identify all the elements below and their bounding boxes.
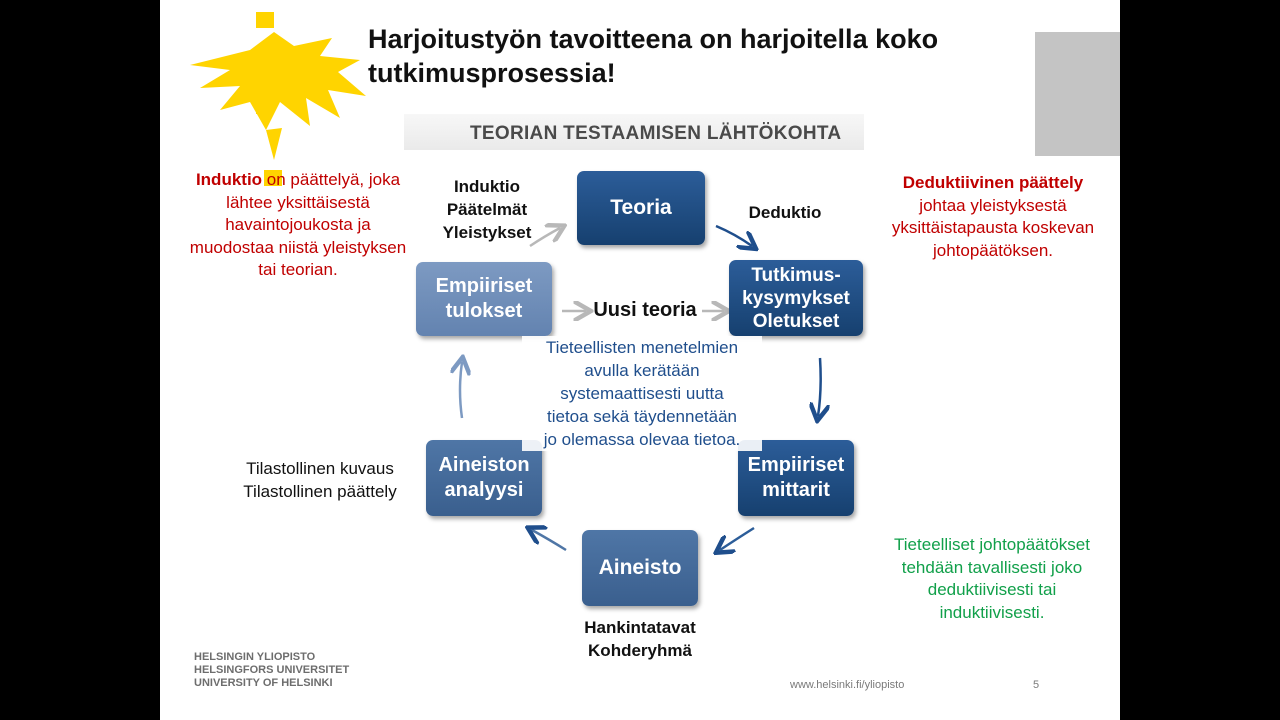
johtopaatokset-note: Tieteelliset johtopäätökset tehdään tava…: [872, 534, 1112, 624]
induktio-note-line1: on päättelyä, joka: [262, 170, 401, 189]
box-tutkimus-line2: kysymykset: [742, 287, 850, 309]
johtopaatokset-note-line4: induktiivisesti.: [939, 602, 1045, 622]
label-induktio-line2: Päätelmät: [446, 200, 528, 219]
box-analyysi-line2: analyysi: [444, 479, 524, 501]
deduktiivinen-note-line4: johtopäätöksen.: [932, 240, 1054, 260]
induktio-note-line4: muodostaa niistä yleistyksen: [189, 237, 407, 257]
arrow-tutkimus-to-mittarit: [818, 357, 821, 416]
slide-title: Harjoitustyön tavoitteena on harjoitella…: [368, 24, 939, 88]
menetelmat-note-line1: Tieteellisten menetelmien: [545, 338, 739, 357]
box-teoria-label: Teoria: [610, 196, 672, 219]
johtopaatokset-note-line3: deduktiivisesti tai: [927, 580, 1057, 599]
arrow-teoria-to-tutkimus: [715, 224, 752, 246]
tilastollinen-note-line1: Tilastollinen kuvaus: [246, 459, 394, 478]
arrow-aineisto-to-analyysi: [532, 530, 567, 552]
box-aineiston-analyysi: Aineiston analyysi: [426, 440, 542, 516]
box-teoria: Teoria: [577, 171, 705, 245]
deduktiivinen-note-line2: johtaa yleistyksestä: [919, 195, 1067, 215]
diagram-title: TEORIAN TESTAAMISEN LÄHTÖKOHTA: [404, 114, 864, 150]
arrow-analyysi-to-tulokset: [460, 362, 462, 419]
box-tulokset-line2: tulokset: [445, 300, 523, 322]
box-empiiriset-mittarit: Empiiriset mittarit: [738, 440, 854, 516]
diagram-title-text: TEORIAN TESTAAMISEN LÄHTÖKOHTA: [470, 123, 842, 144]
box-tulokset-line1: Empiiriset: [435, 275, 533, 297]
johtopaatokset-note-line1: Tieteelliset johtopäätökset: [894, 535, 1090, 554]
box-tutkimus-line3: Oletukset: [752, 310, 840, 332]
label-deduktio: Deduktio: [748, 203, 822, 222]
tilastollinen-note: Tilastollinen kuvaus Tilastollinen päätt…: [224, 458, 416, 503]
footer-uni-line3: UNIVERSITY OF HELSINKI: [194, 677, 333, 689]
menetelmat-note-line2: avulla kerätään: [584, 361, 700, 380]
label-induktio-line3: Yleistykset: [442, 223, 532, 242]
induktio-note: Induktio on päättelyä, joka lähtee yksit…: [172, 169, 424, 282]
footer-uni-line2: HELSINGFORS UNIVERSITET: [194, 664, 350, 676]
induktio-note-line5: tai teorian.: [258, 260, 338, 279]
label-uusi-teoria: Uusi teoria: [593, 299, 697, 321]
deduktiivinen-note-bold: Deduktiivinen päättely: [902, 173, 1084, 192]
label-induktio: Induktio Päätelmät Yleistykset: [436, 175, 538, 244]
box-aineisto-label: Aineisto: [598, 556, 682, 579]
page-number: 5: [1033, 679, 1040, 691]
box-empiiriset-tulokset: Empiiriset tulokset: [416, 262, 552, 336]
university-logo: [190, 12, 366, 186]
box-analyysi-line1: Aineiston: [438, 454, 530, 476]
box-aineisto: Aineisto: [582, 530, 698, 606]
deduktiivinen-note-line3: yksittäistapausta koskevan: [891, 218, 1095, 237]
menetelmat-note-line5: jo olemassa olevaa tietoa.: [543, 430, 741, 449]
box-mittarit-line1: Empiiriset: [747, 454, 845, 476]
cycle-arrows: [160, 0, 1120, 720]
menetelmat-note-line3: systemaattisesti uutta: [560, 384, 724, 403]
footer-url: www.helsinki.fi/yliopisto: [790, 679, 905, 691]
induktio-note-line3: havaintojoukosta ja: [225, 215, 371, 234]
deduktiivinen-note: Deduktiivinen päättely johtaa yleistykse…: [868, 172, 1118, 262]
presenter-image: [1035, 32, 1120, 156]
arrow-tulokset-to-teoria: [529, 228, 560, 248]
slide: Harjoitustyön tavoitteena on harjoitella…: [160, 0, 1120, 720]
label-hankinta-line1: Hankintatavat: [584, 618, 696, 637]
footer-uni-line1: HELSINGIN YLIOPISTO: [194, 651, 316, 663]
menetelmat-note: Tieteellisten menetelmien avulla kerätää…: [522, 336, 762, 451]
menetelmat-note-line4: tietoa sekä täydennetään: [547, 407, 737, 426]
footer-university-name: HELSINGIN YLIOPISTO HELSINGFORS UNIVERSI…: [194, 651, 349, 690]
johtopaatokset-note-line2: tehdään tavallisesti joko: [901, 557, 1083, 577]
webcam-video: [1035, 32, 1120, 156]
box-tutkimuskysymykset: Tutkimus- kysymykset Oletukset: [729, 260, 863, 336]
label-hankinta-line2: Kohderyhmä: [588, 641, 692, 660]
box-mittarit-line2: mittarit: [762, 479, 830, 501]
label-induktio-line1: Induktio: [453, 177, 521, 196]
label-hankinta: Hankintatavat Kohderyhmä: [572, 616, 708, 662]
induktio-note-bold: Induktio: [195, 170, 263, 189]
induktio-note-line2: lähtee yksittäisestä: [226, 192, 370, 212]
tilastollinen-note-line2: Tilastollinen päättely: [243, 481, 397, 501]
arrow-mittarit-to-aineisto: [720, 526, 755, 550]
box-tutkimus-line1: Tutkimus-: [751, 264, 841, 286]
